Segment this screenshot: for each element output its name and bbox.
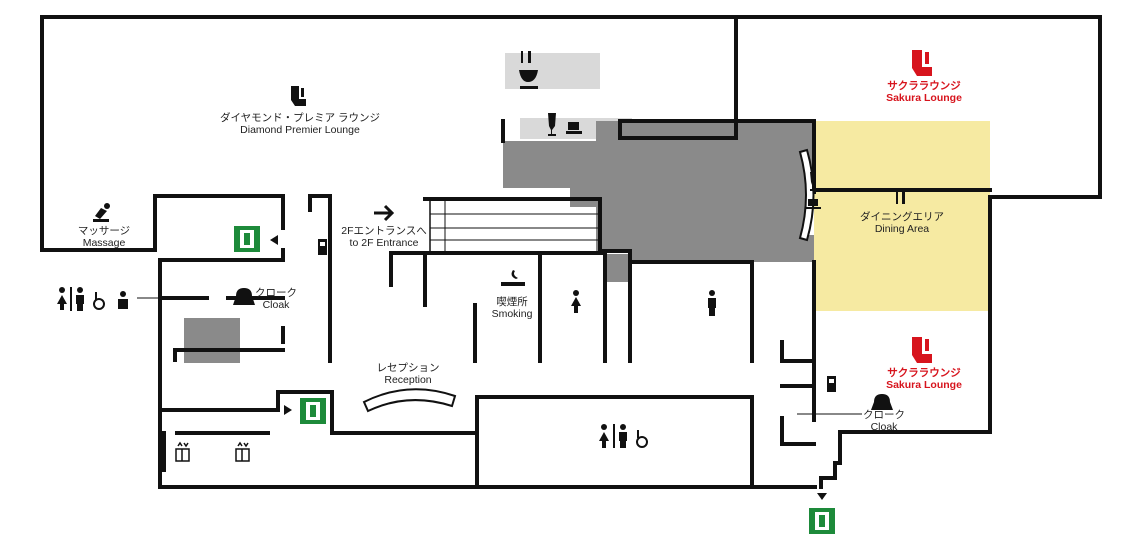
entrance-ja: 2Fエントランスへ (341, 225, 427, 237)
smoking-ja: 喫煙所 (496, 296, 528, 308)
baby-icon (118, 291, 128, 309)
massage-icon (93, 203, 110, 222)
sakura-upper-en: Sakura Lounge (886, 92, 962, 104)
exit-direction-arrow (270, 235, 278, 245)
cloak-left-label: クローク Cloak (255, 287, 297, 311)
cloak-bag-icon (871, 394, 893, 410)
sakura-upper-ja: サクララウンジ (887, 80, 961, 92)
entrance-en: to 2F Entrance (349, 237, 419, 249)
arrow-right-icon (374, 204, 395, 222)
emergency-exit-icon (234, 226, 260, 252)
lounge-seat-icon (912, 337, 932, 363)
emergency-exit-icon (300, 398, 326, 424)
restaurant-icon (521, 51, 531, 63)
dining-area-fill (814, 121, 990, 311)
sakura-lower-en: Sakura Lounge (886, 379, 962, 391)
cloak-right-en: Cloak (870, 421, 898, 433)
walls (40, 15, 1102, 489)
phone-icon (318, 239, 327, 255)
entrance-label: 2Fエントランスへ to 2F Entrance (341, 225, 427, 249)
exit-direction-arrow (817, 493, 827, 500)
dining-ja: ダイニングエリア (860, 211, 944, 223)
restaurant-icon (896, 192, 905, 204)
diamond-lounge-en: Diamond Premier Lounge (240, 124, 360, 136)
cup-icon (806, 199, 821, 209)
cloak-right-ja: クローク (863, 409, 905, 421)
cloak-right-label: クローク Cloak (863, 409, 905, 433)
sakura-lounge-upper-label: サクララウンジ Sakura Lounge (886, 80, 962, 104)
smoking-en: Smoking (491, 308, 533, 320)
central-dark-area (503, 121, 814, 262)
dining-area-label: ダイニングエリア Dining Area (860, 211, 944, 235)
cloak-left-en: Cloak (262, 299, 290, 311)
sakura-lower-ja: サクララウンジ (887, 367, 961, 379)
massage-en: Massage (82, 237, 126, 249)
wheelchair-icon (636, 430, 648, 448)
massage-ja: マッサージ (77, 225, 131, 237)
restroom-icon (599, 424, 627, 448)
diamond-lounge-ja: ダイヤモンド・プレミア ラウンジ (219, 112, 381, 124)
drink-icon (810, 172, 816, 191)
male-restroom-icon (708, 290, 716, 316)
drink-icon (548, 113, 556, 136)
cloak-left-ja: クローク (255, 287, 297, 299)
restroom-icon (57, 287, 84, 311)
exit-direction-arrow (284, 405, 292, 415)
elevator-icon (235, 441, 250, 462)
corner-dark-area (606, 254, 631, 282)
cloak-bag-icon (233, 288, 255, 305)
sakura-lounge-lower-label: サクララウンジ Sakura Lounge (886, 367, 962, 391)
female-restroom-icon (571, 290, 581, 313)
smoking-label: 喫煙所 Smoking (492, 296, 533, 320)
reception-ja: レセプション (376, 362, 440, 374)
lounge-seat-icon (291, 86, 306, 106)
reception-desk (362, 388, 457, 413)
phone-icon (827, 376, 836, 392)
reception-en: Reception (384, 374, 432, 386)
diamond-premier-lounge-label: ダイヤモンド・プレミア ラウンジ Diamond Premier Lounge (220, 112, 380, 136)
emergency-exit-icon (809, 508, 835, 534)
cloak-dark-area (184, 318, 240, 363)
bowl-icon (519, 70, 538, 89)
staircase (429, 199, 601, 253)
reception-label: レセプション Reception (377, 362, 440, 386)
dining-en: Dining Area (874, 223, 930, 235)
massage-label: マッサージ Massage (78, 225, 130, 249)
lounge-seat-icon (912, 50, 932, 76)
smoking-icon (501, 270, 525, 286)
wheelchair-icon (93, 292, 105, 310)
cup-icon (566, 122, 582, 134)
elevator-icon (175, 441, 190, 462)
